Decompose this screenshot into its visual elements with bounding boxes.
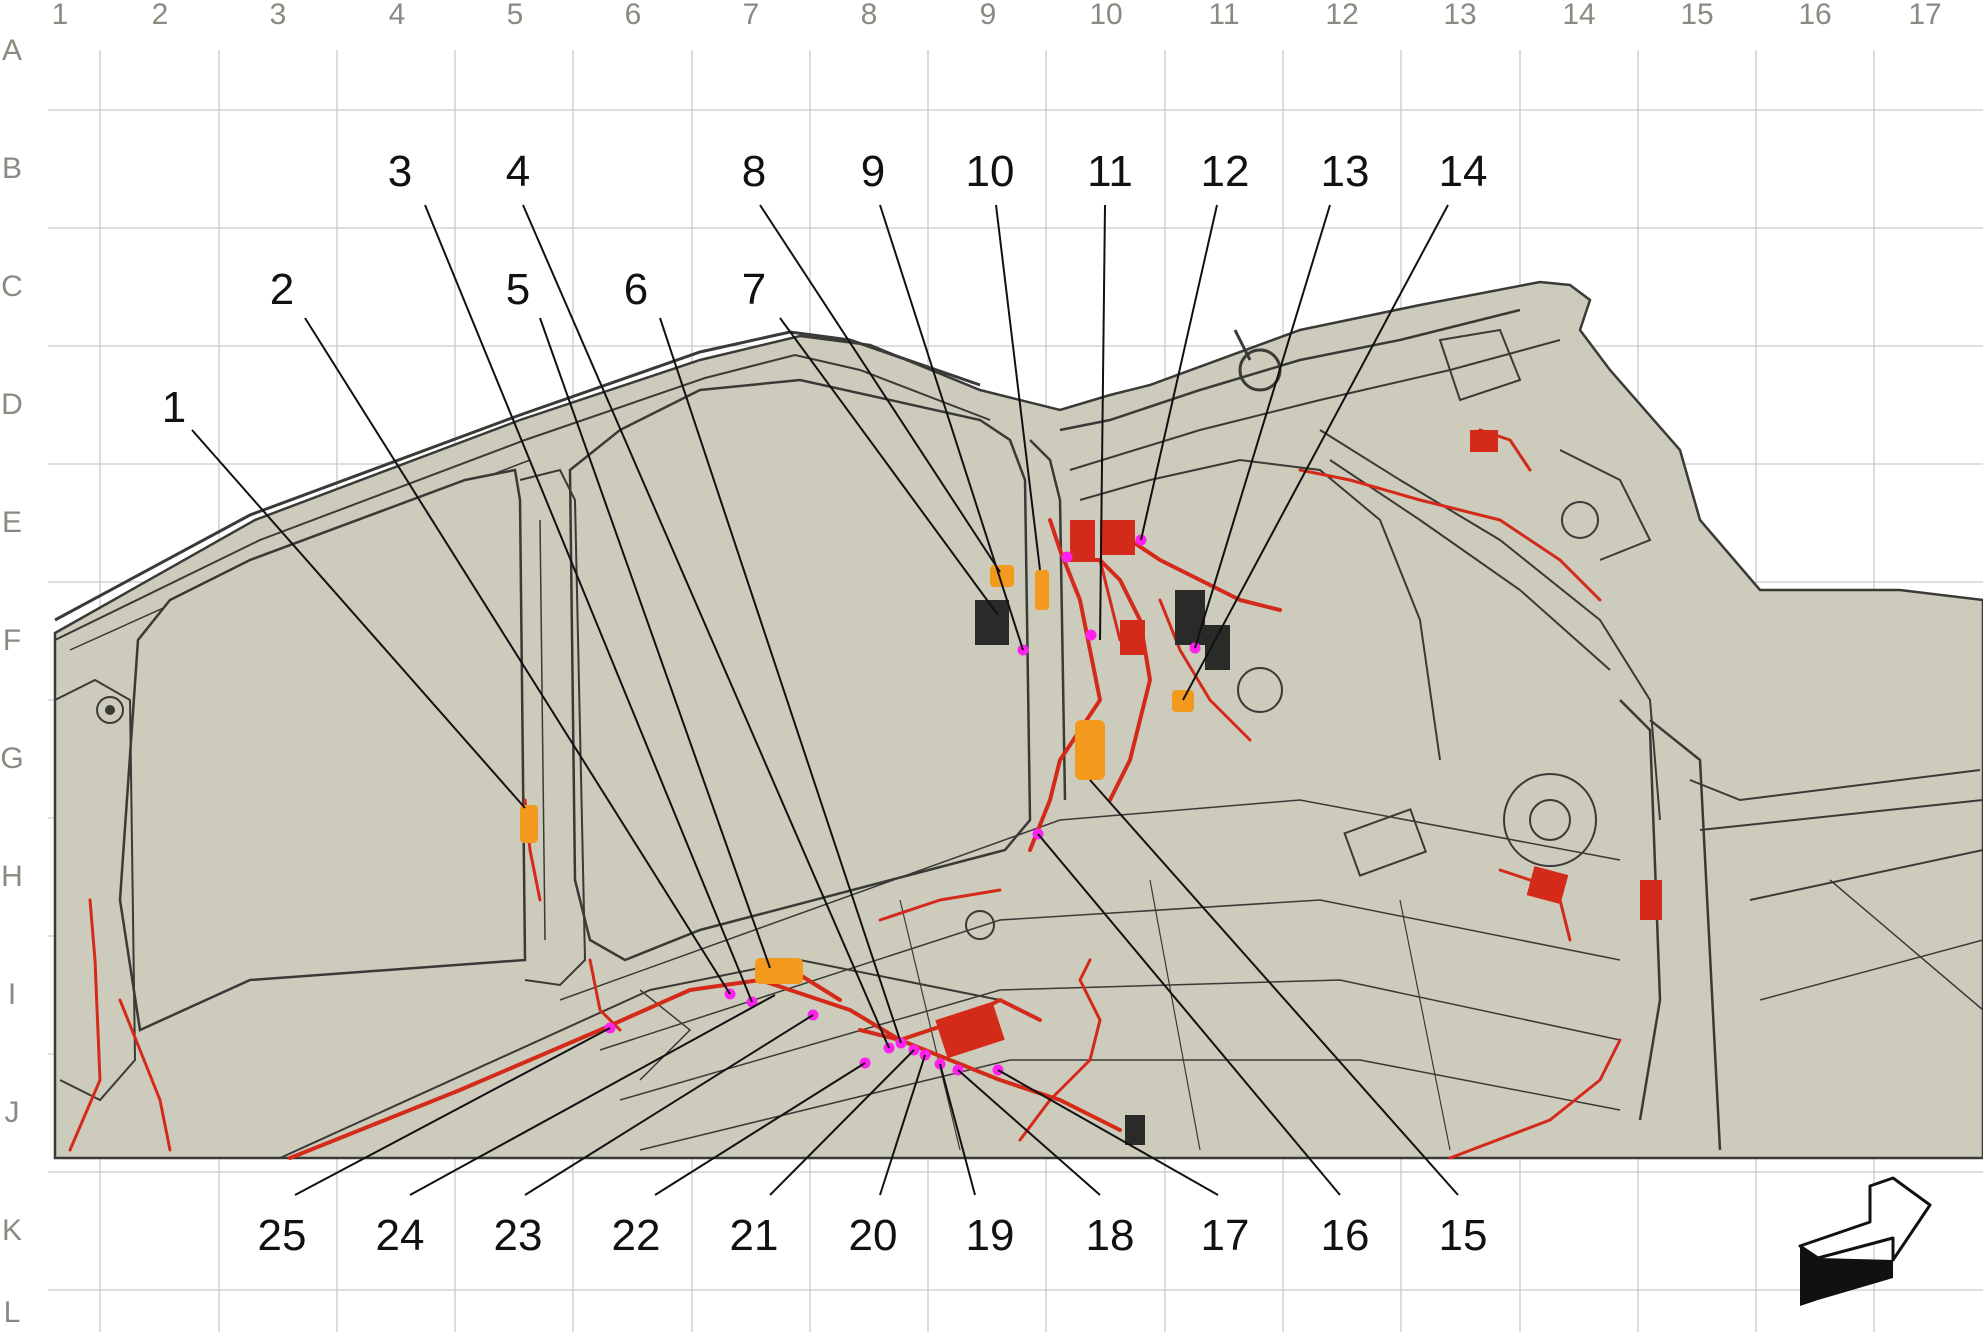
callout-19: 19 xyxy=(966,1211,1015,1260)
connectors xyxy=(520,565,1194,984)
grid-column-label: 5 xyxy=(507,0,524,31)
component-blocks xyxy=(975,590,1230,1145)
grid-row-label: H xyxy=(1,860,23,893)
leader-lines xyxy=(191,204,1459,1196)
callout-9: 9 xyxy=(861,147,885,196)
callout-25: 25 xyxy=(258,1211,307,1260)
grid-column-label: 17 xyxy=(1908,0,1941,31)
callout-1: 1 xyxy=(162,383,186,432)
grid-column-label: 6 xyxy=(625,0,642,31)
callout-5: 5 xyxy=(506,265,530,314)
callout-20: 20 xyxy=(849,1211,898,1260)
callout-24: 24 xyxy=(376,1211,425,1260)
grid-row-label: K xyxy=(2,1214,22,1247)
grid-row-label: D xyxy=(1,388,23,421)
connector-1 xyxy=(520,805,538,843)
callout-12: 12 xyxy=(1201,147,1250,196)
callout-2: 2 xyxy=(270,265,294,314)
connector-8 xyxy=(990,565,1014,587)
callout-8: 8 xyxy=(742,147,766,196)
callout-11: 11 xyxy=(1087,147,1133,196)
grid-column-label: 3 xyxy=(270,0,287,31)
connector-10 xyxy=(1035,570,1049,610)
callout-7: 7 xyxy=(742,265,766,314)
grid-column-label: 13 xyxy=(1443,0,1476,31)
callout-21: 21 xyxy=(730,1211,779,1260)
callout-22: 22 xyxy=(612,1211,661,1260)
wiring-harness xyxy=(68,428,1662,1160)
grid-row-label: I xyxy=(8,978,16,1011)
grid-column-label: 11 xyxy=(1208,0,1239,31)
callout-17: 17 xyxy=(1201,1211,1250,1260)
grid-row-label: C xyxy=(1,270,23,303)
grid-column-label: 10 xyxy=(1089,0,1122,31)
callout-13: 13 xyxy=(1321,147,1370,196)
grid-row-label: G xyxy=(0,742,23,775)
grid-column-label: 14 xyxy=(1562,0,1595,31)
grid-column-label: 8 xyxy=(861,0,878,31)
grid-column-label: 4 xyxy=(389,0,406,31)
grid-column-label: 2 xyxy=(152,0,169,31)
grid-row-label: F xyxy=(3,624,21,657)
callout-23: 23 xyxy=(494,1211,543,1260)
callout-4: 4 xyxy=(506,147,530,196)
grid-row-label: J xyxy=(5,1096,20,1129)
connector-15 xyxy=(1075,720,1105,780)
connector-14 xyxy=(1172,690,1194,712)
callout-6: 6 xyxy=(624,265,648,314)
grid-column-label: 15 xyxy=(1680,0,1713,31)
callout-14: 14 xyxy=(1439,147,1488,196)
grid-row-label: L xyxy=(4,1296,21,1329)
callout-10: 10 xyxy=(966,147,1015,196)
callout-18: 18 xyxy=(1086,1211,1135,1260)
connector-5 xyxy=(755,958,803,984)
vehicle-body xyxy=(53,280,1983,1160)
grid-column-label: 9 xyxy=(980,0,997,31)
grid-row-label: A xyxy=(2,34,22,67)
callout-labels: 3 4 8 9 10 11 12 13 14 2 5 6 7 1 25 24 2… xyxy=(162,147,1488,1260)
callout-16: 16 xyxy=(1321,1211,1370,1260)
callout-3: 3 xyxy=(388,147,412,196)
grid-column-label: 12 xyxy=(1325,0,1358,31)
grid-column-label: 16 xyxy=(1798,0,1831,31)
grid-row-label: E xyxy=(2,506,22,539)
grid-column-label: 7 xyxy=(743,0,760,31)
callout-15: 15 xyxy=(1439,1211,1488,1260)
grid-row-label: B xyxy=(2,152,22,185)
grid-column-label: 1 xyxy=(52,0,69,31)
direction-arrow-icon xyxy=(1798,1176,1932,1306)
